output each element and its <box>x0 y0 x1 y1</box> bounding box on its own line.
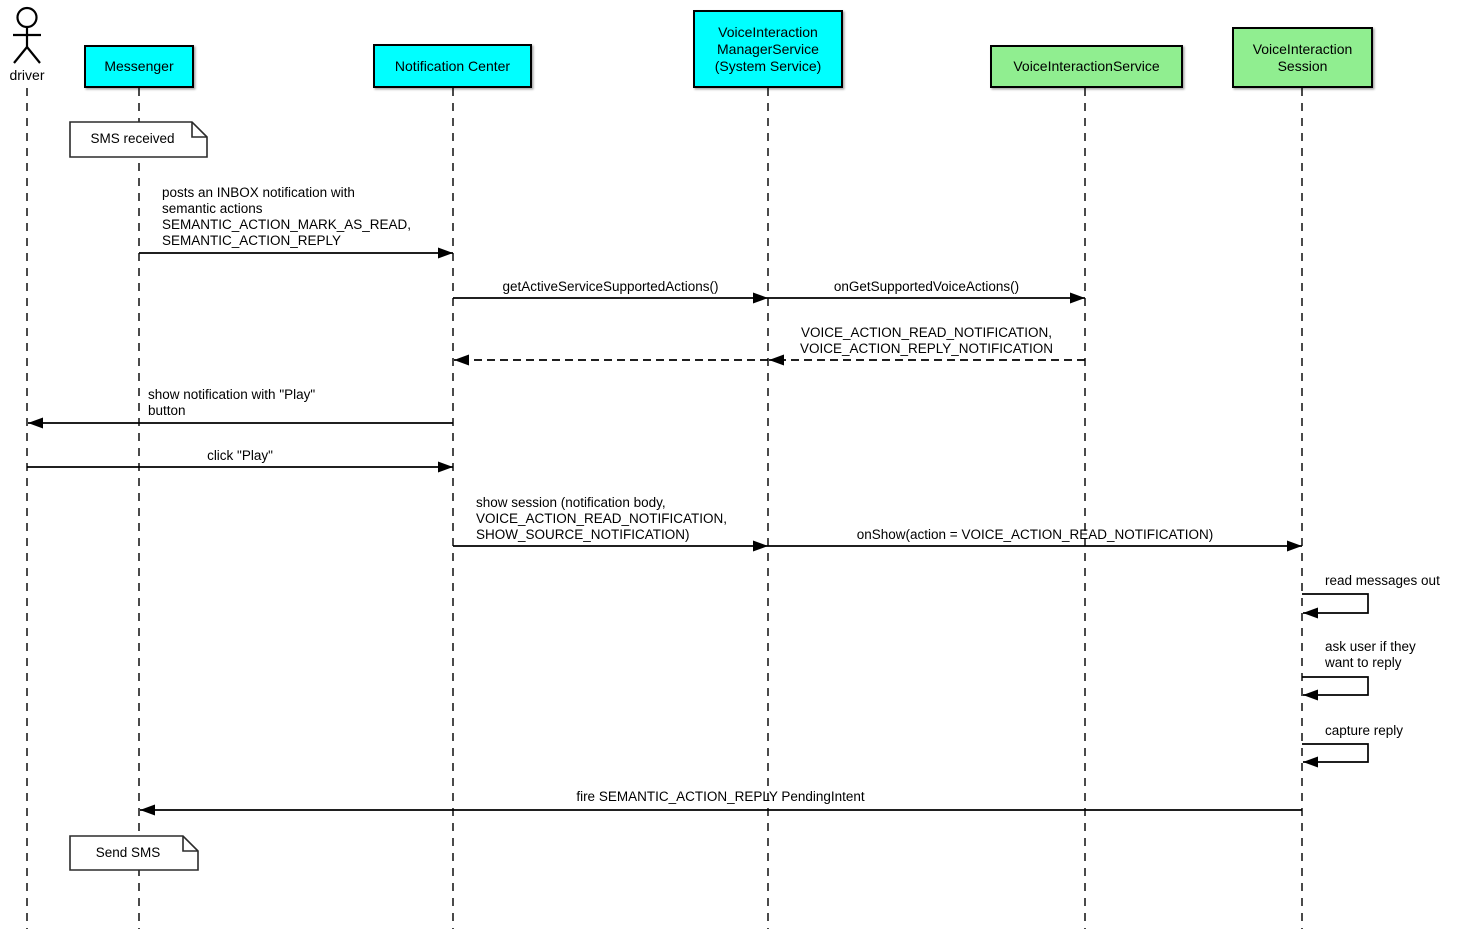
participant-notification-center: Notification Center <box>373 44 532 88</box>
message-arrows <box>27 247 1369 816</box>
actor-driver-label: driver <box>9 67 45 83</box>
actor-driver-icon <box>13 6 41 64</box>
participant-voiceinteraction-session: VoiceInteraction Session <box>1232 27 1373 88</box>
message-on-get-supported-voice-actions: onGetSupportedVoiceActions() <box>833 279 1020 294</box>
participant-messenger: Messenger <box>84 45 194 88</box>
lifelines <box>26 88 1303 929</box>
arrow-self-read-messages-out <box>1302 593 1369 619</box>
message-return-voice-actions: VOICE_ACTION_READ_NOTIFICATION, VOICE_AC… <box>799 325 1054 356</box>
message-show-notification-play: show notification with "Play" button <box>148 387 316 418</box>
message-posts-inbox-notification: posts an INBOX notification with semanti… <box>162 185 412 248</box>
participant-voiceinteractionservice: VoiceInteractionService <box>990 45 1183 88</box>
note-sms-received: SMS received <box>90 131 175 146</box>
note-send-sms-shape <box>69 835 199 871</box>
message-ask-user-reply: ask user if they want to reply <box>1325 639 1416 670</box>
message-show-session: show session (notification body, VOICE_A… <box>476 495 728 542</box>
arrow-self-ask-user-reply <box>1302 676 1369 701</box>
message-get-active-service-supported-actions: getActiveServiceSupportedActions() <box>502 279 719 294</box>
note-sms-received-shape <box>69 121 208 158</box>
message-capture-reply: capture reply <box>1325 723 1404 738</box>
message-on-show: onShow(action = VOICE_ACTION_READ_NOTIFI… <box>856 527 1214 542</box>
message-read-messages-out: read messages out <box>1325 573 1440 588</box>
participant-voiceinteraction-managerservice: VoiceInteraction ManagerService (System … <box>693 10 843 88</box>
message-click-play: click "Play" <box>207 448 273 463</box>
note-send-sms: Send SMS <box>95 845 161 860</box>
arrow-self-capture-reply <box>1302 743 1369 768</box>
message-fire-semantic-action-reply: fire SEMANTIC_ACTION_REPLY PendingIntent <box>576 789 865 804</box>
